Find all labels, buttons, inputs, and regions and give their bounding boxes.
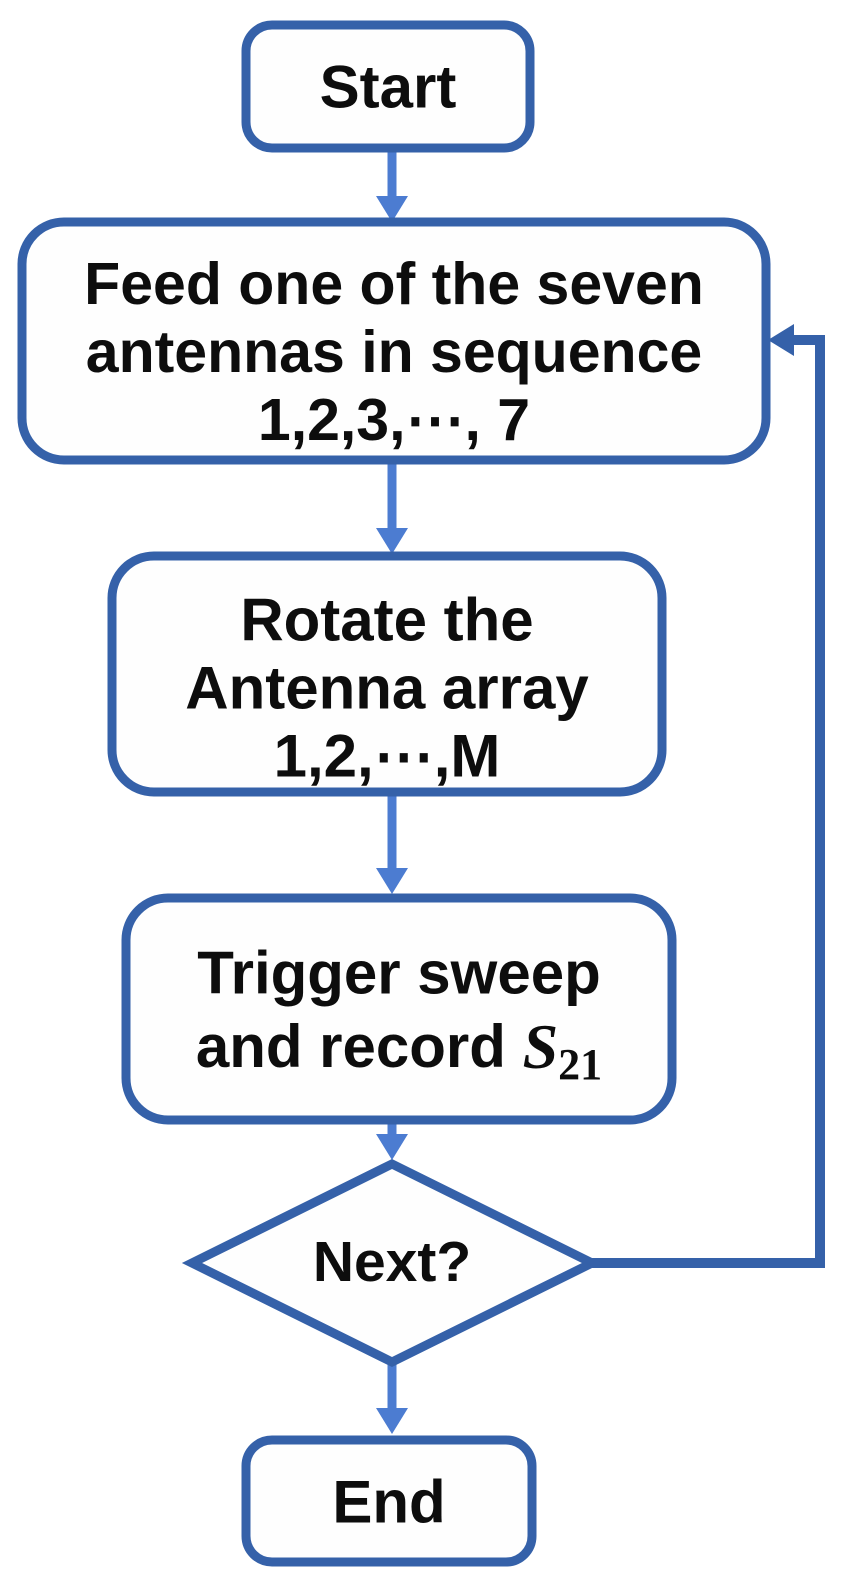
arrowhead-down-icon — [376, 1408, 408, 1434]
edge-decision-end — [376, 1362, 408, 1434]
rotate-node: Rotate the Antenna array 1,2,⋯,M — [107, 551, 667, 797]
feed-label-line3: 1,2,3,⋯, 7 — [258, 387, 530, 453]
arrowhead-down-icon — [376, 528, 408, 554]
trigger-label-line1: Trigger sweep — [197, 940, 600, 1007]
trigger-box — [121, 893, 677, 1125]
s-parameter-subscript: 21 — [558, 1040, 602, 1089]
trigger-label-line2: and record S21 — [196, 1011, 602, 1089]
end-label: End — [332, 1469, 445, 1536]
rotate-label-line3: 1,2,⋯,M — [274, 723, 501, 790]
rotate-label-line2: Antenna array — [185, 655, 589, 722]
edge-decision-feed-loop — [592, 324, 825, 1268]
edge-start-feed — [376, 148, 408, 222]
arrowhead-down-icon — [376, 868, 408, 894]
arrowhead-left-icon — [768, 324, 794, 356]
start-box — [241, 20, 535, 153]
end-node: End — [241, 1435, 537, 1567]
start-label: Start — [320, 54, 457, 121]
feed-node: Feed one of the seven antennas in sequen… — [17, 217, 771, 465]
edge-feed-rotate — [376, 460, 408, 554]
edge-rotate-trigger — [376, 792, 408, 894]
loop-edge-line — [592, 335, 825, 1268]
decision-node: Next? — [181, 1158, 603, 1368]
feed-label-line1: Feed one of the seven — [84, 251, 704, 317]
decision-label: Next? — [313, 1230, 471, 1294]
feed-label-line2: antennas in sequence — [86, 319, 702, 385]
edge-trigger-decision — [376, 1120, 408, 1160]
rotate-box — [107, 551, 667, 797]
arrowhead-down-icon — [376, 1134, 408, 1160]
trigger-node: Trigger sweep and record S21 — [121, 893, 677, 1125]
start-node: Start — [241, 20, 535, 153]
arrowhead-down-icon — [376, 196, 408, 222]
decision-diamond — [181, 1158, 603, 1368]
end-box — [241, 1435, 537, 1567]
rotate-label-line1: Rotate the — [240, 587, 533, 654]
feed-box — [17, 217, 771, 465]
s-parameter-symbol: S — [523, 1011, 559, 1082]
trigger-label-line2-prefix: and record — [196, 1013, 523, 1080]
